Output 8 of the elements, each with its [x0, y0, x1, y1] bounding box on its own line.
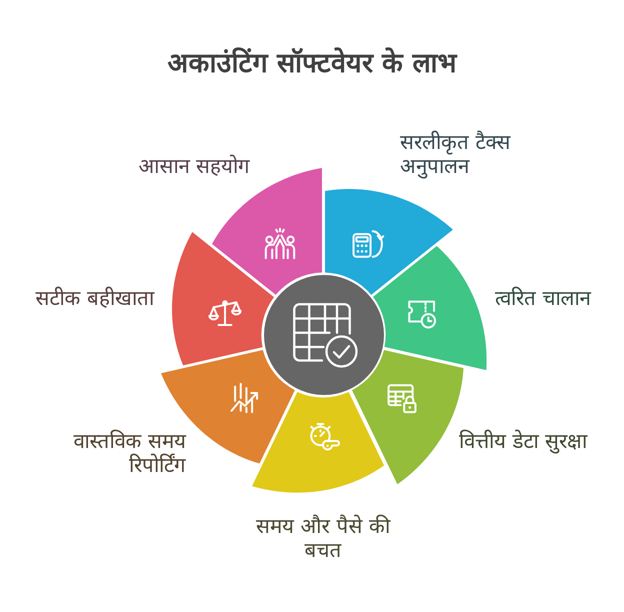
segment-label: आसान सहयोग — [137, 154, 250, 178]
segment-label: वास्तविक समय रिपोर्टिंग — [72, 428, 186, 477]
segment-label: सटीक बहीखाता — [34, 286, 154, 310]
segment-label: सरलीकृत टैक्स अनुपालन — [400, 130, 512, 178]
segment-label: वित्तीय डेटा सुरक्षा — [458, 428, 589, 453]
segment-label: समय और पैसे की बचत — [255, 514, 392, 562]
title: अकाउंटिंग सॉफ्टवेयर के लाभ — [167, 46, 457, 81]
segment-label: त्वरित चालान — [494, 286, 592, 310]
